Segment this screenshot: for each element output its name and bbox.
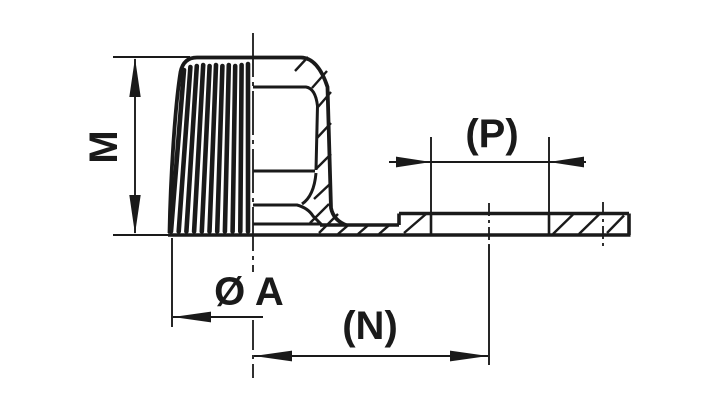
flange-hole-edges bbox=[429, 213, 551, 235]
thread-hatching bbox=[168, 61, 251, 234]
dimension-arrowheads bbox=[129, 58, 584, 362]
dimension-n bbox=[254, 245, 490, 365]
dimension-label-p: (P) bbox=[465, 112, 519, 156]
dimension-label-m: M bbox=[82, 130, 126, 164]
cap-section-hatching bbox=[294, 56, 339, 234]
dimension-label-n: (N) bbox=[342, 304, 398, 348]
flange-plate-outline bbox=[168, 211, 631, 237]
flange-hatching bbox=[337, 213, 625, 235]
cap-outline bbox=[167, 55, 348, 234]
dimension-label-diameter-a: Ø A bbox=[214, 270, 284, 314]
cap-section-walls bbox=[253, 85, 325, 228]
